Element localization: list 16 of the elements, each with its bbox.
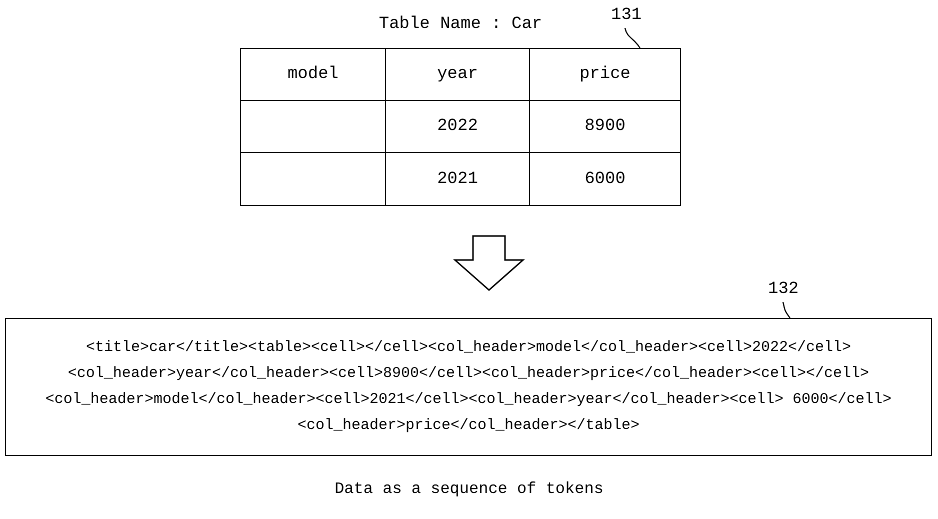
table-cell: 2022 (386, 101, 530, 153)
leader-line (782, 302, 790, 318)
leader-line (624, 28, 640, 48)
callout-number: 132 (768, 280, 799, 299)
table-title: Table Name : Car (378, 15, 544, 34)
table-cell: 8900 (530, 101, 680, 153)
token-sequence-text: <title>car</title><table><cell></cell><col_header>model</col_header><cell>2022</cell> <col_header>year</col_header><cell>8900</cell><col_header>price</col_header><cell></cell><col_header>model</col_header><cell>2021</cell><col_header>year</col_header><cell> 6000</cell><col_header>price</col_header></table> (44, 338, 893, 436)
table-cell: 2021 (386, 153, 530, 205)
table-cell-text: 6000 (584, 168, 626, 190)
table-cell: model (241, 49, 386, 101)
table-cell: price (530, 49, 680, 101)
table-cell: year (386, 49, 530, 101)
token-sequence-box (5, 318, 932, 456)
figure-caption: Data as a sequence of tokens (334, 480, 604, 498)
callout-number: 131 (611, 6, 642, 25)
block-arrow (453, 235, 525, 291)
